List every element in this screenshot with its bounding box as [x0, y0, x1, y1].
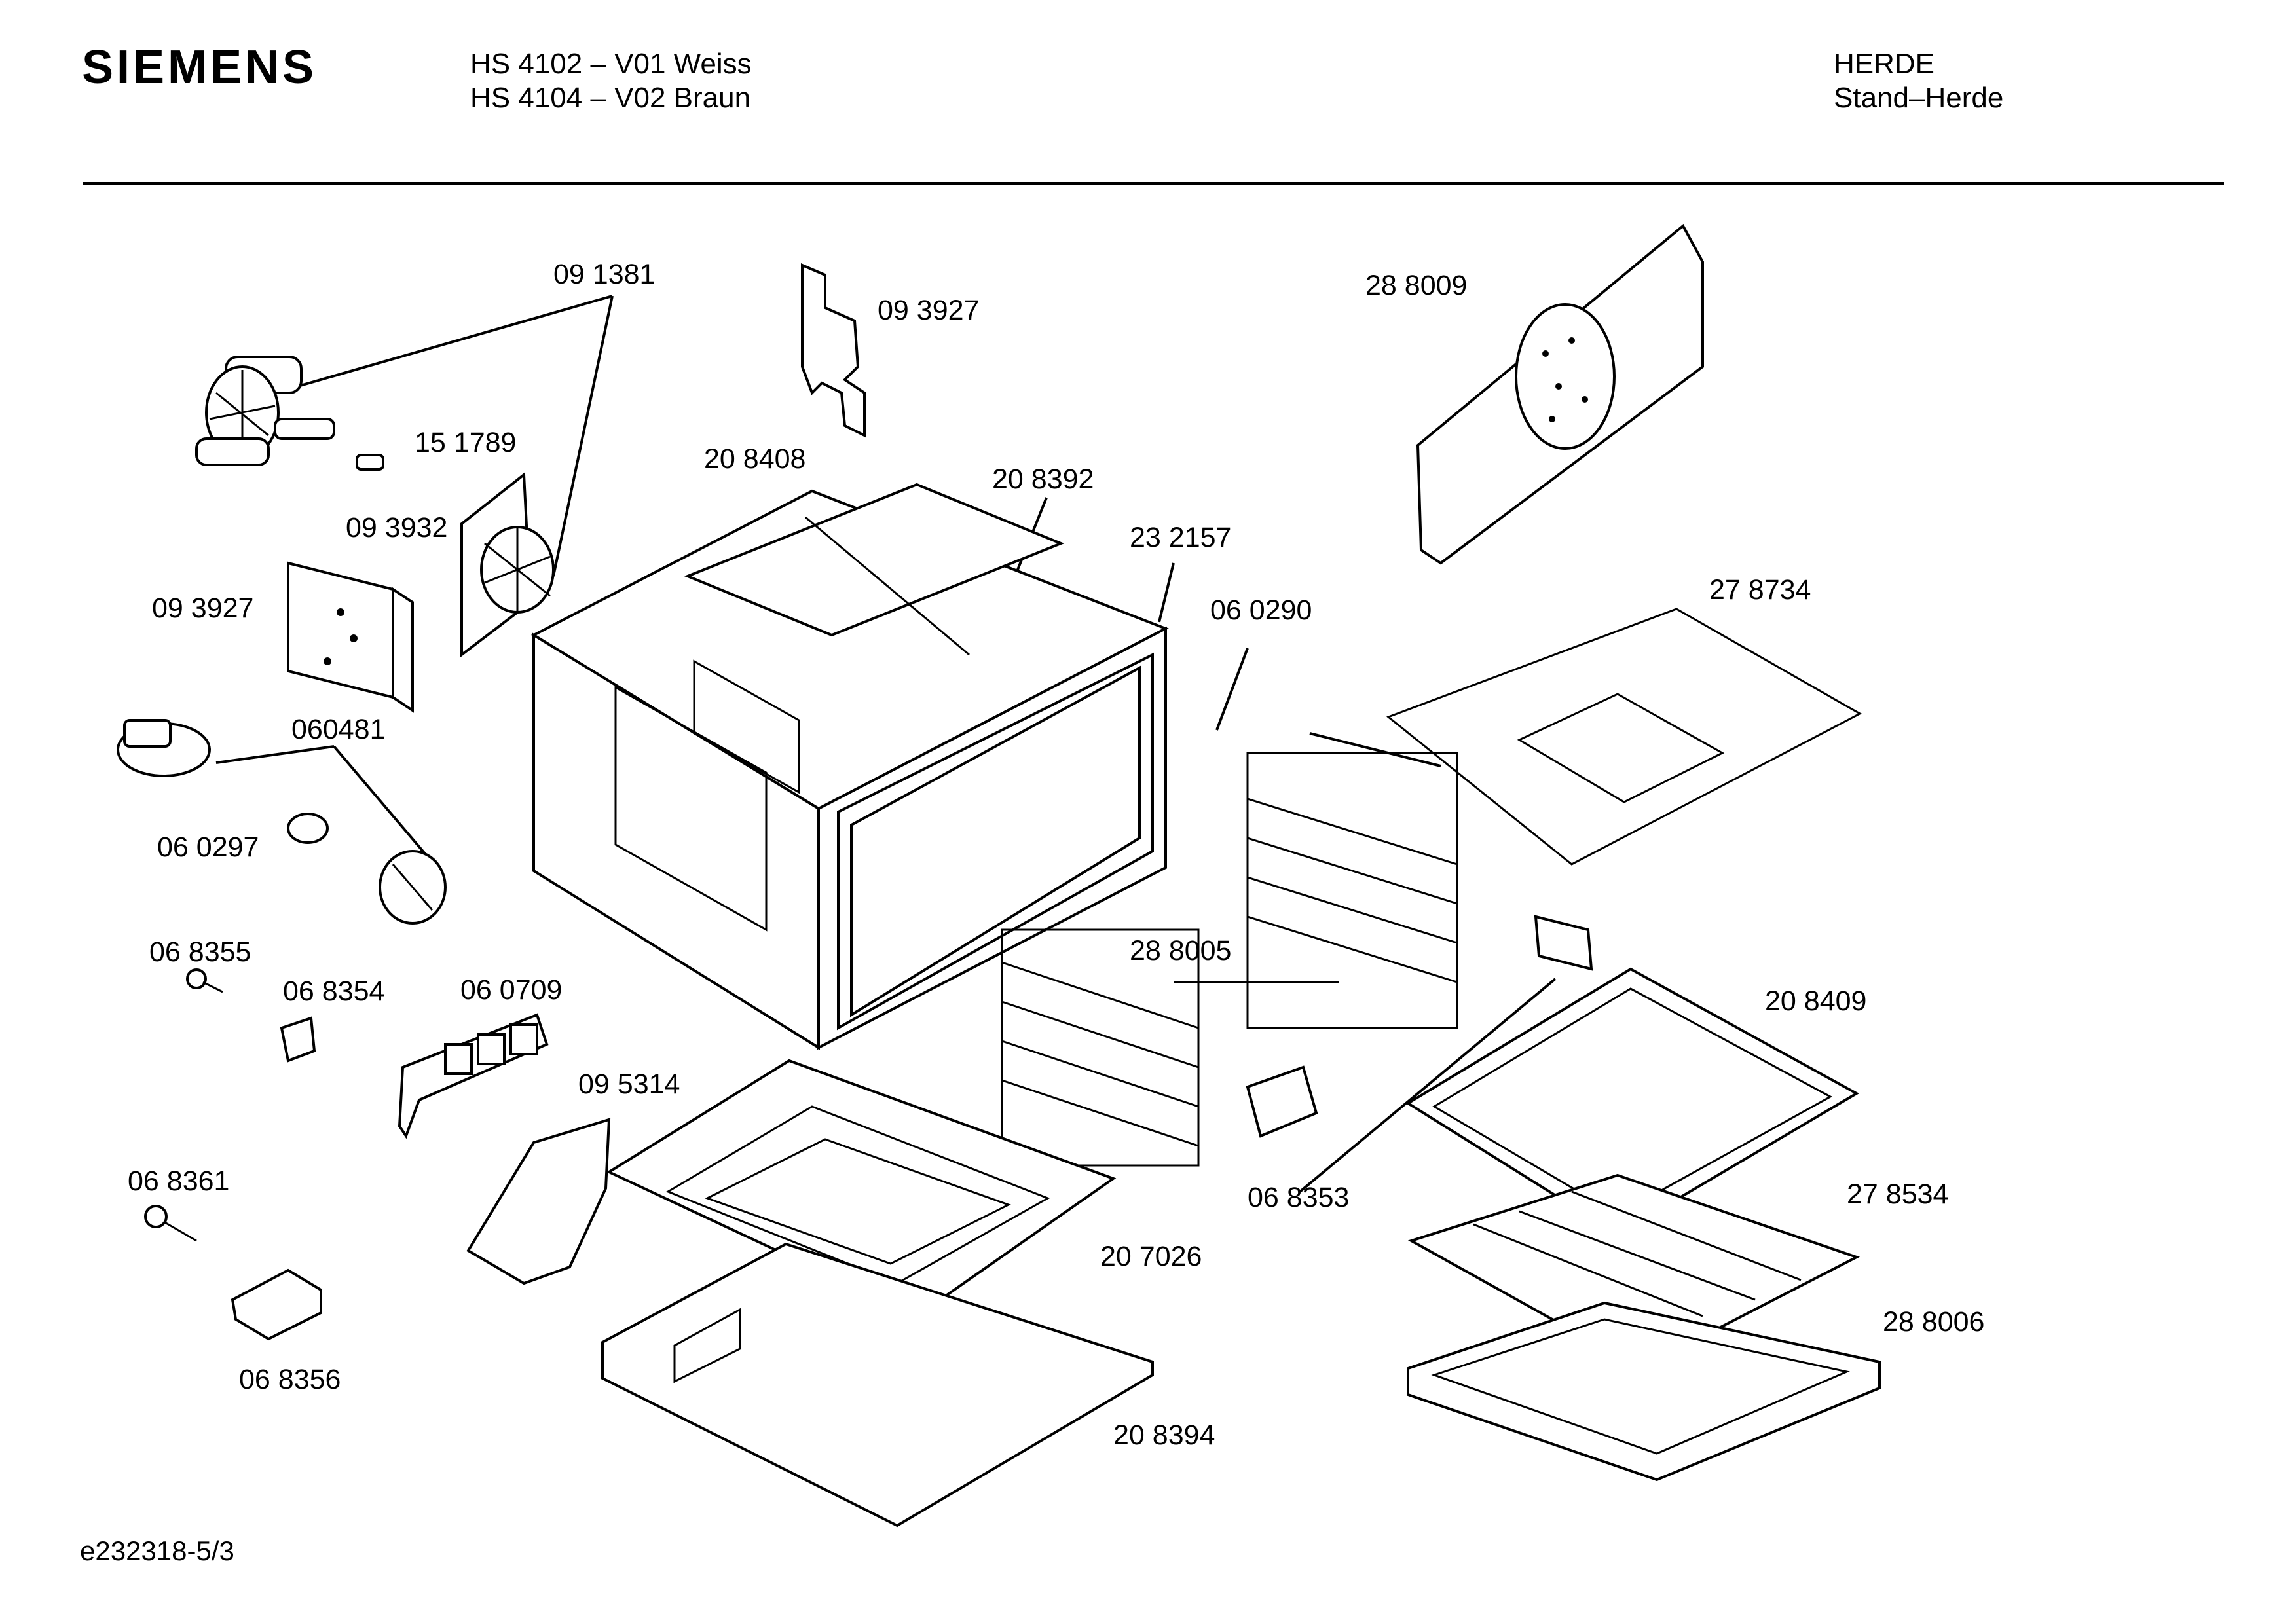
switch-part-68356	[231, 1268, 322, 1341]
model-line-1: HS 4102 – V01 Weiss	[470, 48, 752, 80]
oven-muffle-part	[530, 483, 1169, 1050]
part-label-068355: 06 8355	[149, 936, 251, 968]
small-spring-part	[356, 454, 384, 471]
side-rack-left-part	[1001, 928, 1200, 1167]
part-label-068354: 06 8354	[283, 976, 385, 1007]
part-label-208394: 20 8394	[1113, 1420, 1215, 1451]
screw-part-68361	[144, 1205, 168, 1228]
baking-tray-part	[1405, 967, 1860, 1236]
lamp-bulb-part	[287, 813, 329, 844]
part-label-068361: 06 8361	[128, 1165, 230, 1197]
fan-motor-part	[195, 356, 335, 466]
fan-plate-part	[460, 472, 555, 658]
rear-panel-part	[1416, 223, 1704, 565]
mounting-plate-part	[466, 1118, 611, 1285]
side-rack-right-part	[1246, 752, 1458, 1029]
bracket-left-part	[287, 561, 414, 713]
part-label-068356: 06 8356	[239, 1364, 341, 1395]
part-label-288006: 28 8006	[1883, 1306, 1985, 1338]
deep-tray-part	[1407, 1301, 1881, 1482]
category-line-1: HERDE	[1834, 48, 1935, 80]
part-label-288005: 28 8005	[1130, 935, 1232, 966]
model-line-2: HS 4104 – V02 Braun	[470, 82, 751, 114]
part-label-208392: 20 8392	[992, 464, 1094, 495]
part-label-068353: 06 8353	[1248, 1182, 1350, 1213]
part-label-060290: 06 0290	[1210, 595, 1312, 626]
grill-element-part	[1309, 608, 1862, 866]
part-label-278534: 27 8534	[1847, 1179, 1949, 1210]
bracket-top-part	[801, 263, 866, 438]
part-label-208409: 20 8409	[1765, 985, 1867, 1017]
category-info: HERDE Stand–Herde	[1834, 47, 2003, 115]
part-label-093927-top: 09 3927	[878, 295, 980, 326]
part-label-093927-left: 09 3927	[152, 593, 254, 624]
part-label-060297: 06 0297	[157, 832, 259, 863]
part-label-208408: 20 8408	[704, 443, 806, 475]
document-code: e232318-5/3	[80, 1535, 234, 1566]
screw-part-68355	[186, 968, 207, 989]
base-panel-part	[601, 1242, 1154, 1528]
part-label-288009: 28 8009	[1365, 270, 1468, 301]
socket-part-68353	[1246, 1065, 1318, 1138]
part-label-095314: 09 5314	[578, 1069, 680, 1100]
socket-part-small	[1534, 915, 1593, 971]
part-label-060709: 06 0709	[460, 974, 563, 1006]
header-divider	[83, 182, 2224, 185]
part-label-232157: 23 2157	[1130, 522, 1232, 553]
part-label-151789: 15 1789	[415, 427, 517, 458]
part-label-207026: 20 7026	[1100, 1241, 1202, 1272]
part-label-278734: 27 8734	[1709, 574, 1811, 606]
part-label-093932: 09 3932	[346, 512, 448, 543]
brand-logo: SIEMENS	[82, 41, 318, 94]
clip-part-68354	[280, 1016, 316, 1063]
part-label-091381: 09 1381	[553, 259, 656, 290]
category-line-2: Stand–Herde	[1834, 82, 2004, 114]
model-info: HS 4102 – V01 Weiss HS 4104 – V02 Braun	[470, 47, 752, 115]
part-label-060481: 060481	[291, 714, 386, 745]
